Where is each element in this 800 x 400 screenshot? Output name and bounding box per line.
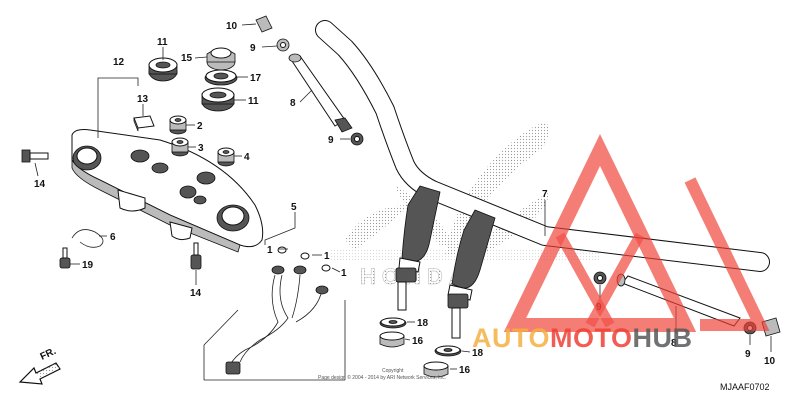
handlebar-pipe [315,20,770,272]
callout-9-upper: 9 [250,43,256,54]
nut-9-mid [350,132,364,146]
callout-11-lower: 11 [248,96,259,107]
callout-7: 7 [542,189,548,200]
callout-18-left: 18 [417,318,429,329]
end-cap-10-upper [255,15,273,33]
callout-17: 17 [250,73,262,84]
washer-18-right [434,345,462,357]
rubber-13 [133,115,155,132]
top-bridge [71,129,264,253]
watermark-part-hub: HUB [633,323,693,353]
callout-5: 5 [291,202,297,213]
end-cap-10-lower [761,317,781,337]
nut-9-upper [276,38,290,52]
watermark-part-moto: MOTO [550,323,633,353]
handlebar-holder-left [395,185,441,311]
callout-1-c: 1 [341,268,347,279]
nut-11-upper [148,57,178,82]
callout-4: 4 [244,152,250,163]
callout-14-lower: 14 [190,288,202,299]
bolt-14-left [21,149,49,163]
bar-end-weight-upper [288,53,353,133]
callout-3: 3 [198,143,204,154]
callout-9-mid: 9 [328,135,334,146]
callout-16-left: 16 [412,336,424,347]
callout-labels: 10 9 11 15 17 11 12 13 2 3 4 8 9 14 6 19… [34,21,776,376]
callout-1-b: 1 [324,251,330,262]
collar-3 [171,137,189,157]
callout-14-left: 14 [34,179,46,190]
wire-guide-6 [71,229,104,248]
callout-8-upper: 8 [290,98,296,109]
watermark-part-auto: AUTO [472,323,550,353]
callout-2: 2 [197,121,203,132]
diagram-code: MJAAF0702 [720,382,770,392]
watermark-logo [503,133,770,332]
bolt-14-lower [190,242,202,270]
copyright-title: Copyright [382,368,404,374]
callout-10-lower: 10 [764,356,776,367]
wire-harness [225,246,331,375]
collar-2 [169,115,187,135]
copyright-text: Page design © 2004 - 2014 by ARI Network… [318,374,446,381]
callout-15: 15 [181,53,193,64]
callout-18-right: 18 [472,348,484,359]
leader-lines [34,23,772,381]
callout-8-lower: 8 [671,338,677,349]
collar-4 [217,147,235,167]
handlebar-holder-right [447,209,496,339]
callout-6: 6 [110,232,116,243]
front-arrow-label: FR. [39,346,58,363]
bolt-19 [59,247,71,269]
rubber-16-left [379,331,405,348]
callout-19: 19 [82,260,94,271]
callout-10-upper: 10 [226,21,238,32]
nut-11-lower [201,87,235,112]
nut-9-right-handlebar [593,271,607,285]
watermark-text: AUTOMOTOHUB [472,323,693,353]
front-direction-arrow: FR. [18,346,61,385]
rubber-16-right [423,361,449,378]
callout-13: 13 [137,94,149,105]
washer-18-left [379,317,407,329]
callout-1-a: 1 [267,245,273,256]
cap-nut-15 [206,47,236,71]
svg-text:AUTOMOTOHUB: AUTOMOTOHUB [472,323,693,353]
callout-12: 12 [113,57,125,68]
washer-17 [204,69,238,86]
callout-16-right: 16 [459,365,471,376]
callout-9-far-right: 9 [745,349,751,360]
callout-11-upper: 11 [157,37,168,48]
